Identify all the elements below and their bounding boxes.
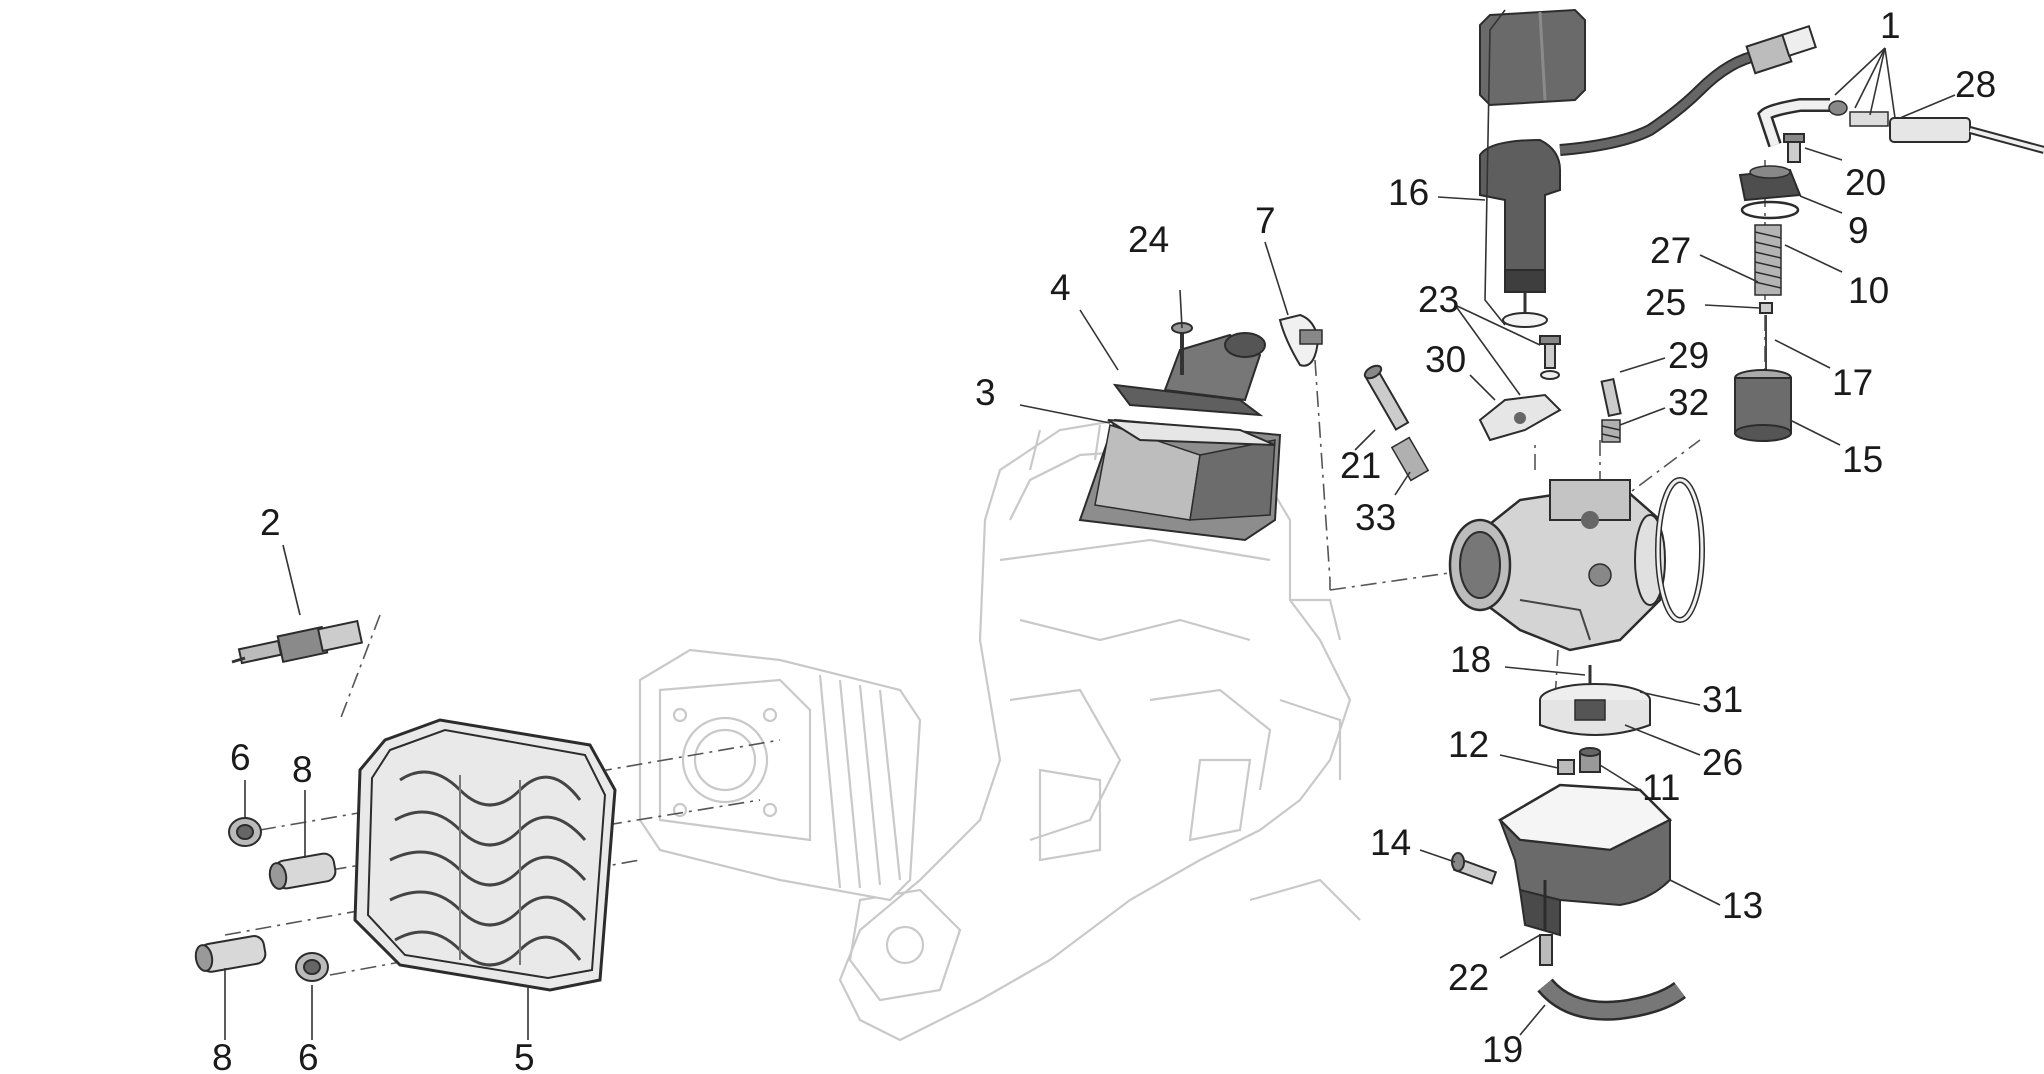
idle-jet	[1579, 747, 1601, 773]
callout-labels: 1 2 3 4 5 6 6 7 8 8 9 10 11 12 13 14 15 …	[212, 5, 1996, 1074]
callout-8-lower: 8	[212, 1037, 233, 1074]
float	[1539, 683, 1651, 736]
plate-screw	[1539, 335, 1561, 380]
callout-19: 19	[1482, 1029, 1523, 1070]
callout-4: 4	[1050, 267, 1071, 308]
main-jet	[1557, 759, 1575, 775]
leader-lines	[224, 47, 1956, 1040]
slide-spring	[1754, 224, 1782, 296]
drain-nipple	[1539, 934, 1553, 966]
reed-gasket	[1107, 419, 1276, 446]
choke-bracket-line	[1484, 9, 1506, 326]
callout-15: 15	[1842, 439, 1883, 480]
float-bowl	[1497, 783, 1673, 937]
idle-screw	[1600, 377, 1622, 418]
callout-9: 9	[1848, 210, 1869, 251]
callout-3: 3	[975, 372, 996, 413]
reed-valve	[1078, 418, 1282, 542]
choke-cable	[1559, 24, 1817, 156]
callout-8-upper: 8	[292, 749, 313, 790]
spark-plug	[231, 619, 364, 665]
callout-27: 27	[1650, 230, 1691, 271]
callout-32: 32	[1668, 382, 1709, 423]
callout-24: 24	[1128, 219, 1169, 260]
idle-spring	[1601, 419, 1621, 443]
drain-hose	[1537, 978, 1686, 1021]
callout-21: 21	[1340, 445, 1381, 486]
callout-23: 23	[1418, 279, 1459, 320]
callout-6-lower: 6	[298, 1037, 319, 1074]
drain-screw	[1451, 852, 1498, 885]
throttle-slide	[1734, 369, 1792, 442]
carb-top-cap	[1738, 165, 1802, 220]
callout-14: 14	[1370, 822, 1411, 863]
callout-29: 29	[1668, 335, 1709, 376]
callout-22: 22	[1448, 957, 1489, 998]
callout-31: 31	[1702, 679, 1743, 720]
intake-manifold	[1112, 332, 1266, 417]
nut-lower	[295, 952, 329, 982]
callout-2: 2	[260, 502, 281, 543]
choke-plate	[1478, 393, 1562, 442]
callout-7: 7	[1255, 200, 1276, 241]
choke-device	[1479, 138, 1561, 328]
callout-28: 28	[1955, 64, 1996, 105]
callout-11: 11	[1642, 767, 1680, 808]
callout-30: 30	[1425, 339, 1466, 380]
cable-adjuster-screw	[1783, 133, 1805, 163]
callout-6-upper: 6	[230, 737, 251, 778]
callout-20: 20	[1845, 162, 1886, 203]
hose-clamp	[1278, 313, 1323, 367]
callout-1: 1	[1880, 5, 1901, 46]
callout-17: 17	[1832, 362, 1873, 403]
needle-clip	[1759, 302, 1773, 314]
callout-5: 5	[514, 1037, 535, 1074]
callout-13: 13	[1722, 885, 1763, 926]
callout-12: 12	[1448, 724, 1489, 765]
mixture-spring	[1390, 436, 1430, 482]
callout-16: 16	[1388, 172, 1429, 213]
choke-cover	[1479, 8, 1586, 107]
throttle-cable	[1756, 98, 2044, 154]
cylinder-ghost	[638, 648, 922, 902]
mixture-screw	[1363, 364, 1410, 431]
cylinder-head	[353, 718, 617, 992]
callout-10: 10	[1848, 270, 1889, 311]
nut-upper	[228, 817, 262, 847]
callout-26: 26	[1702, 742, 1743, 783]
callout-18: 18	[1450, 639, 1491, 680]
callout-33: 33	[1355, 497, 1396, 538]
callout-25: 25	[1645, 282, 1686, 323]
stud-lower	[194, 935, 267, 973]
carb-gasket-ring	[1655, 477, 1705, 623]
stud-upper	[268, 852, 337, 890]
carburetor-body	[1448, 479, 1666, 652]
